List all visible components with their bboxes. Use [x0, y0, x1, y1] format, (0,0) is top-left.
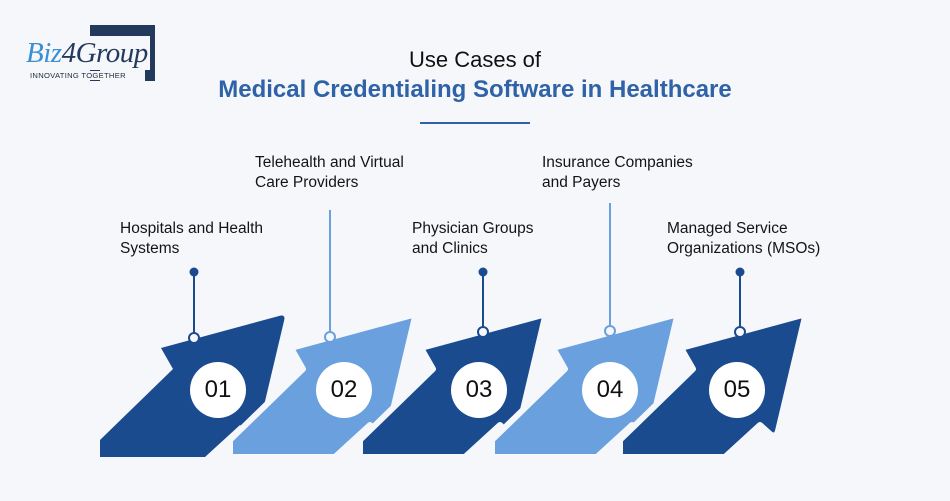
step-number-badge: 01 — [190, 362, 246, 418]
connector-03 — [477, 267, 489, 338]
step-label-01: Hospitals and Health Systems — [120, 220, 264, 257]
step-label-05: Managed Service Organizations (MSOs) — [667, 220, 821, 257]
connector-01 — [188, 267, 200, 344]
company-logo: Biz4Group INNOVATING TOGETHER — [0, 0, 200, 100]
logo-tagline: INNOVATING TOGETHER — [30, 71, 128, 80]
step-label-04: Insurance Companies and Payers — [542, 154, 693, 191]
step-number-badge: 03 — [451, 362, 507, 418]
connector-04 — [604, 203, 616, 337]
logo-wordmark: Biz4Group — [26, 36, 150, 70]
title-underline — [420, 122, 530, 124]
step-number-badge: 05 — [709, 362, 765, 418]
step-label-03: Physician Groups and Clinics — [412, 220, 534, 257]
page-title-line2: Medical Credentialing Software in Health… — [218, 76, 732, 103]
connector-05 — [734, 267, 746, 338]
step-number-badge: 04 — [582, 362, 638, 418]
step-number-badge: 02 — [316, 362, 372, 418]
step-label-02: Telehealth and Virtual Care Providers — [255, 154, 404, 191]
connector-02 — [324, 210, 336, 343]
page-title-line1: Use Cases of — [408, 47, 542, 72]
